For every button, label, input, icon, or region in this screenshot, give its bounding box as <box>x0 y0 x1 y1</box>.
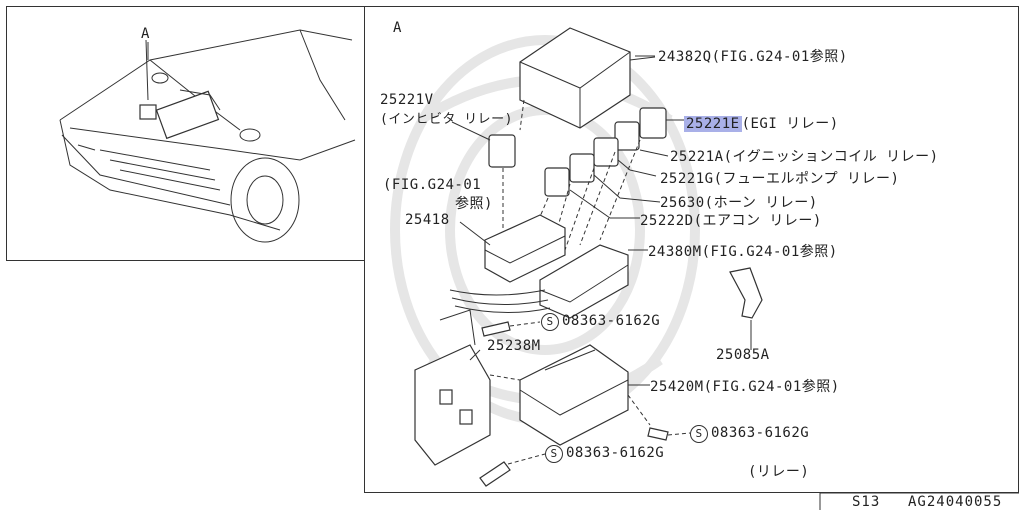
bolt-part-number-1: 08363-6162G <box>562 313 661 329</box>
bolts <box>479 321 691 487</box>
detail-frame <box>364 6 1019 493</box>
overview-label-a: A <box>141 26 150 42</box>
part-label-25221V-desc: (インヒビタ リレー) <box>380 112 513 127</box>
part-label-25418: 25418 <box>405 212 450 228</box>
part-label-25222D: 25222D(エアコン リレー) <box>640 213 822 229</box>
car-overview-illustration <box>59 29 356 243</box>
relay-box-bases <box>449 214 629 319</box>
part-label-25221V-code: 25221V <box>380 92 434 108</box>
relay-box-cover-24382Q <box>519 27 656 129</box>
relay-note: (リレー) <box>748 464 810 480</box>
clip-25085A <box>729 267 763 345</box>
ref-label-line1: (FIG.G24-01 <box>383 177 482 193</box>
part-label-25085A: 25085A <box>716 347 770 363</box>
bolt-part-number-2: 08363-6162G <box>711 425 810 441</box>
part-label-25221G: 25221G(フューエルポンプ リレー) <box>660 171 900 187</box>
leader-lines <box>147 42 1019 510</box>
part-label-25420M: 25420M(FIG.G24-01参照) <box>650 379 840 395</box>
part-label-25221A: 25221A(イグニッションコイル リレー) <box>670 149 939 165</box>
footer-model: S13 <box>852 494 881 510</box>
part-label-25630: 25630(ホーン リレー) <box>660 195 818 211</box>
part-label-25221E: 25221E(EGI リレー) <box>684 113 839 133</box>
footer-figure-code: AG24040055 <box>908 494 1003 510</box>
ref-label-line2: 参照) <box>455 196 493 212</box>
part-label-24382Q: 24382Q(FIG.G24-01参照) <box>658 49 848 65</box>
screw-symbol-2: S <box>690 425 708 443</box>
tray-25420M <box>519 344 629 446</box>
relays <box>488 99 667 256</box>
bracket-25238M <box>414 309 491 466</box>
part-label-25238M: 25238M <box>487 338 541 354</box>
part-label-24380M: 24380M(FIG.G24-01参照) <box>648 244 838 260</box>
screw-symbol-3: S <box>545 445 563 463</box>
part-code-25221E-highlight: 25221E <box>684 116 742 132</box>
bolt-part-number-3: 08363-6162G <box>566 445 665 461</box>
part-desc-25221E: (EGI リレー) <box>741 116 839 132</box>
screw-symbol-1: S <box>541 313 559 331</box>
detail-label-a: A <box>393 20 402 36</box>
